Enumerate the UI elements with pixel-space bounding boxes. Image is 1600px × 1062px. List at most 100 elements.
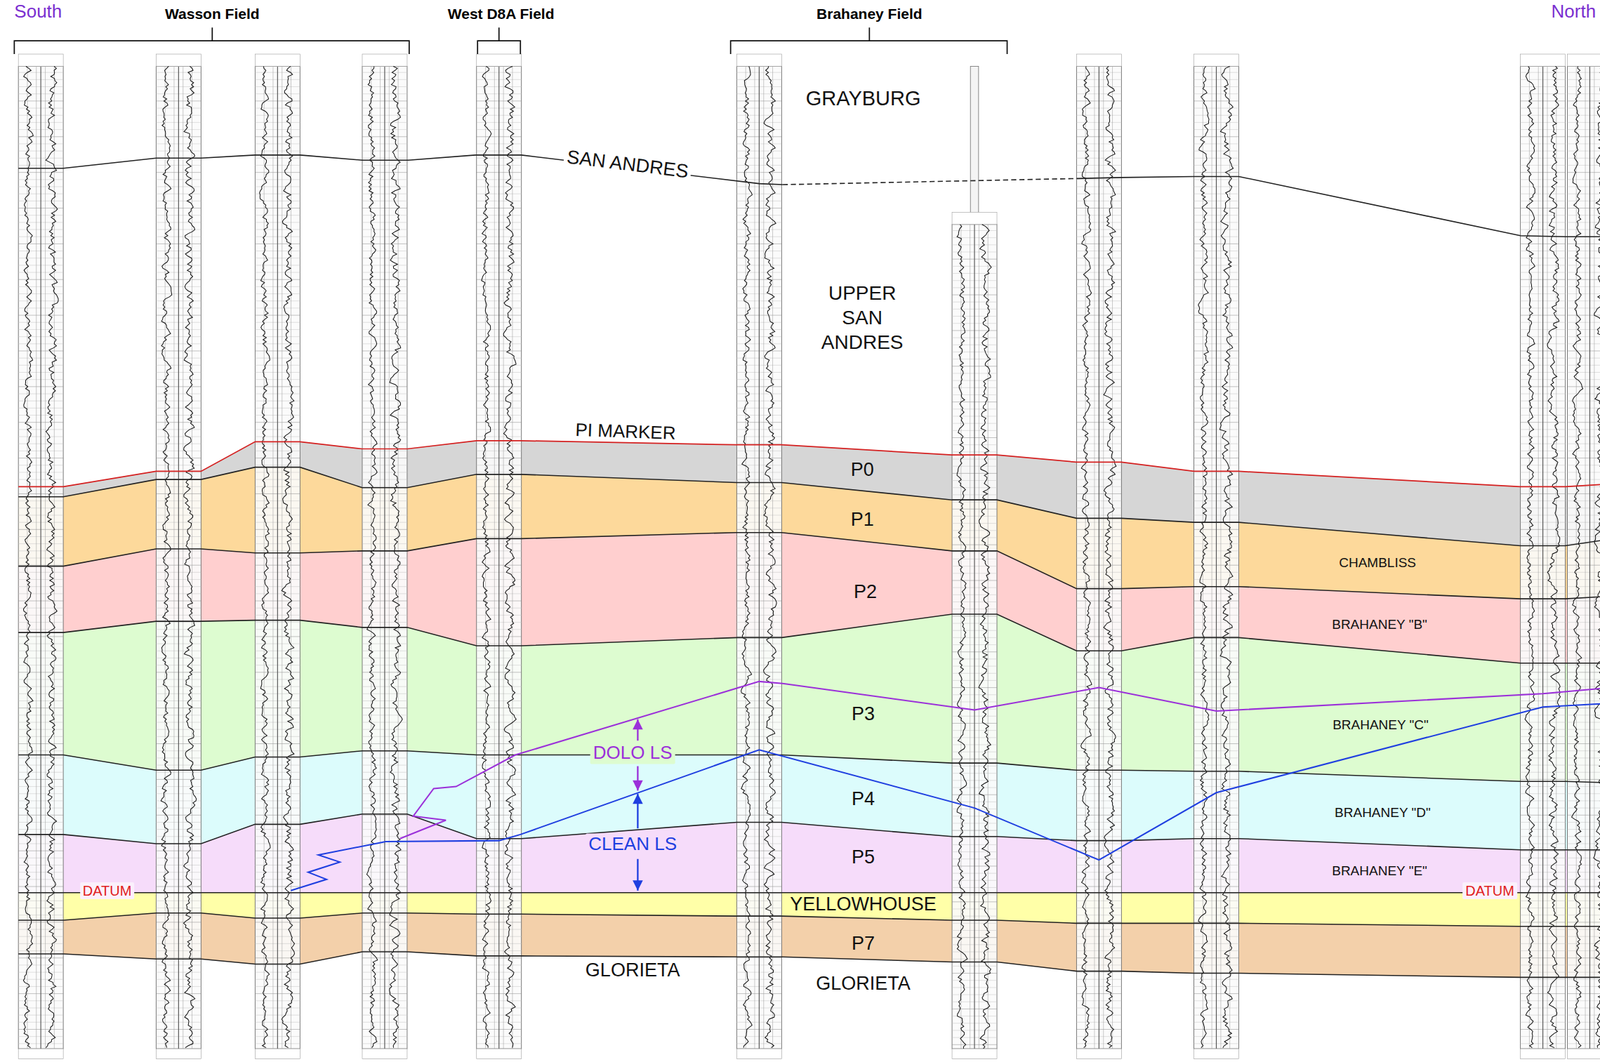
horizon-line <box>18 892 1600 894</box>
log-curve <box>1547 65 1560 1048</box>
log-grid <box>1567 893 1600 895</box>
log-header <box>18 54 64 66</box>
log-grid <box>1567 886 1600 888</box>
log-grid <box>1567 993 1600 995</box>
log-curve <box>281 65 295 1048</box>
log-grid <box>1567 214 1600 216</box>
formation-name: GLORIETA <box>585 959 681 982</box>
clean-limestone-line <box>290 704 1600 891</box>
log-grid <box>44 65 46 1049</box>
log-track <box>362 65 408 1049</box>
direction-label: North <box>1551 1 1597 24</box>
log-grid <box>1098 65 1100 1049</box>
log-footer <box>1076 1048 1122 1060</box>
log-header <box>736 54 782 66</box>
log-grid <box>763 65 764 1049</box>
log-footer <box>736 1048 782 1060</box>
log-grid <box>1567 479 1600 481</box>
log-grid <box>1567 843 1600 844</box>
log-grid <box>1567 921 1600 923</box>
log-curve <box>503 65 517 1048</box>
log-grid <box>1567 372 1600 373</box>
log-header <box>1194 54 1240 66</box>
log-grid <box>1567 979 1600 981</box>
log-grid <box>1567 86 1600 88</box>
log-grid <box>1567 972 1600 974</box>
well-logs <box>18 54 1600 1060</box>
log-curve <box>956 224 968 1049</box>
log-grid <box>1567 157 1600 159</box>
log-track <box>1520 65 1566 1049</box>
log-curve <box>1571 65 1584 1048</box>
log-footer <box>1194 1048 1240 1060</box>
arrow-head <box>632 719 644 731</box>
log-grid <box>1085 65 1087 1049</box>
marker-name: PI MARKER <box>574 419 677 445</box>
log-grid <box>1567 221 1600 223</box>
log-grid <box>1567 100 1600 102</box>
log-grid <box>1567 293 1600 295</box>
log-curve <box>389 65 403 1048</box>
log-grid <box>379 65 381 1049</box>
log-grid <box>1567 307 1600 309</box>
well-casing <box>970 65 979 224</box>
log-footer <box>254 1048 300 1060</box>
unit-name: YELLOWHOUSE <box>789 893 937 916</box>
log-grid <box>1567 200 1600 202</box>
log-grid <box>1112 65 1113 1049</box>
log-grid <box>1567 514 1600 516</box>
log-grid <box>1567 636 1600 637</box>
log-grid <box>1567 650 1600 652</box>
log-footer <box>951 1048 997 1060</box>
unit-name: P7 <box>851 932 875 955</box>
unit-name: BRAHANEY "B" <box>1331 616 1428 633</box>
log-header <box>1567 54 1600 66</box>
well-log <box>18 54 64 1060</box>
log-grid <box>503 65 505 1049</box>
log-header <box>155 54 201 66</box>
log-grid <box>1567 207 1600 209</box>
log-grid <box>1567 350 1600 352</box>
field-bracket <box>14 27 409 55</box>
log-grid <box>1567 579 1600 580</box>
log-grid <box>1567 522 1600 524</box>
log-grid <box>1567 322 1600 323</box>
formation-name: SAN ANDRES <box>563 145 693 184</box>
log-curve <box>160 65 173 1048</box>
log-grid <box>1567 72 1600 74</box>
log-grid <box>1567 336 1600 337</box>
unit-name: BRAHANEY "C" <box>1332 717 1429 734</box>
log-grid <box>1567 329 1600 330</box>
log-footer <box>1520 1048 1566 1060</box>
log-footer <box>476 1048 522 1060</box>
log-grid <box>1567 743 1600 745</box>
log-grid <box>1215 65 1217 1049</box>
arrow-head <box>632 794 644 805</box>
horizon-line <box>18 614 1600 664</box>
log-grid <box>1567 871 1600 873</box>
log-track <box>18 65 64 1049</box>
well-log <box>736 54 782 1060</box>
log-curve <box>1103 65 1117 1048</box>
log-grid <box>1567 572 1600 573</box>
log-grid <box>1585 65 1586 1049</box>
log-grid <box>1567 793 1600 795</box>
log-grid <box>1567 229 1600 231</box>
log-grid <box>1567 779 1600 780</box>
log-grid <box>1567 671 1600 673</box>
log-grid <box>1567 957 1600 959</box>
log-grid <box>1593 65 1595 1049</box>
log-grid <box>1567 493 1600 495</box>
log-grid <box>758 65 760 1049</box>
well-log <box>1194 54 1240 1060</box>
log-grid <box>1567 536 1600 538</box>
log-grid <box>1567 129 1600 130</box>
log-curve <box>1524 65 1536 1048</box>
log-curve <box>481 65 492 1048</box>
log-grid <box>54 65 55 1049</box>
log-grid <box>1567 79 1600 81</box>
log-grid <box>987 224 989 1049</box>
log-grid <box>1567 164 1600 166</box>
log-grid <box>277 65 279 1049</box>
